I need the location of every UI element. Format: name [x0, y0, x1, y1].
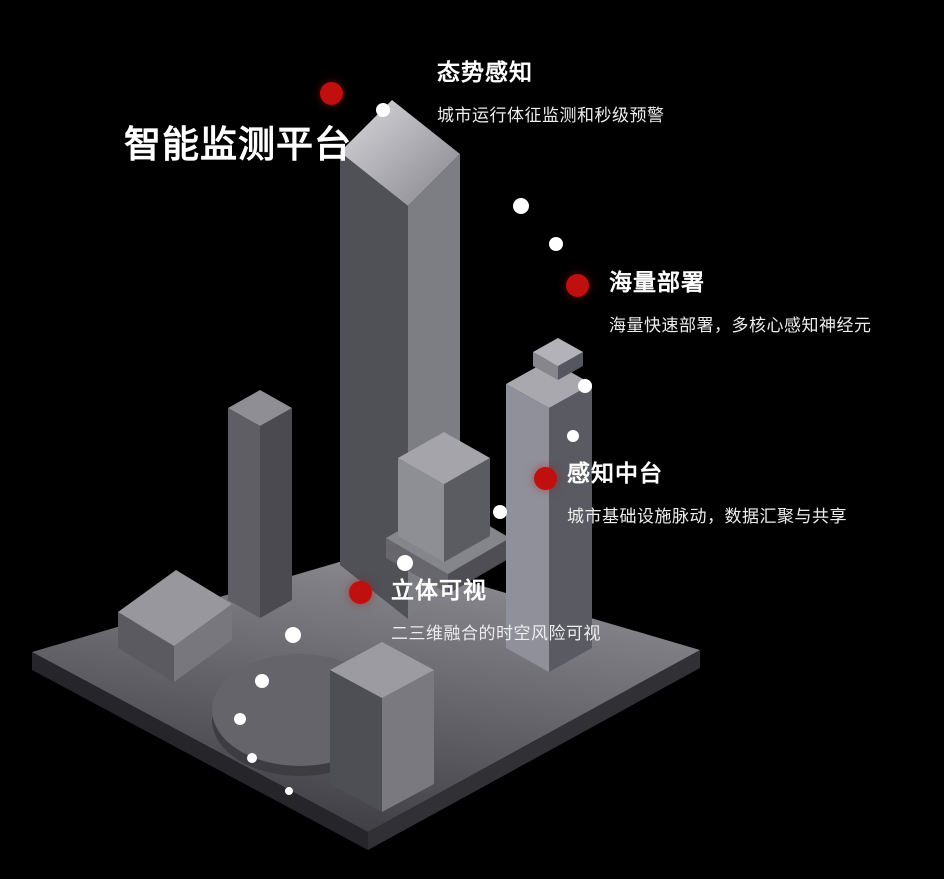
- building-face: [330, 670, 382, 812]
- callout-label: 态势感知: [437, 59, 533, 85]
- trail-dot: [234, 713, 246, 725]
- red-marker-platform: [320, 82, 343, 105]
- building-face: [118, 612, 174, 682]
- base-side-right: [368, 650, 700, 850]
- red-marker-mass-deployment: [566, 274, 589, 297]
- page-title: 智能监测平台: [124, 124, 352, 165]
- trail-dot: [376, 103, 390, 117]
- building-back-left-tower: [228, 390, 292, 618]
- building-face: [382, 670, 434, 812]
- building-face: [260, 408, 292, 618]
- trail-dot: [549, 237, 563, 251]
- trail-dot: [285, 627, 301, 643]
- trail-dot: [567, 430, 579, 442]
- callout-label: 感知中台: [567, 460, 663, 486]
- callout-description: 城市运行体征监测和秒级预警: [437, 106, 665, 125]
- base-side-left: [32, 652, 368, 850]
- trail-dot: [285, 787, 293, 795]
- building-roof: [340, 100, 460, 206]
- dotted-trail: [234, 103, 592, 795]
- building-right-tower: [506, 338, 592, 672]
- callout-label: 立体可视: [391, 577, 487, 603]
- building-face: [398, 458, 444, 562]
- callout-label: 海量部署: [609, 269, 705, 295]
- roof-cap-face: [558, 352, 583, 380]
- callout-perception-hub: 感知中台 城市基础设施脉动，数据汇聚与共享: [567, 459, 847, 527]
- roof-cap-face: [533, 352, 558, 380]
- building-face: [506, 384, 549, 672]
- building-roof: [330, 642, 434, 698]
- pedestal-face: [386, 538, 448, 594]
- callout-situational-awareness: 态势感知 城市运行体征监测和秒级预警: [437, 58, 665, 126]
- red-marker-perception-hub: [534, 467, 557, 490]
- trail-dot: [397, 555, 413, 571]
- callout-mass-deployment: 海量部署 海量快速部署，多核心感知神经元: [609, 268, 872, 336]
- building-face: [549, 384, 592, 672]
- roof-cap-top: [533, 338, 583, 366]
- building-face: [444, 458, 490, 562]
- trail-dot: [247, 753, 257, 763]
- building-low-box: [118, 570, 232, 682]
- trail-dot: [513, 198, 529, 214]
- building-face: [174, 604, 232, 682]
- red-marker-stereo-visualization: [349, 581, 372, 604]
- callout-description: 二三维融合的时空风险可视: [391, 624, 601, 643]
- trail-dot: [493, 505, 507, 519]
- callout-description: 海量快速部署，多核心感知神经元: [609, 316, 872, 335]
- building-face: [340, 152, 408, 619]
- building-front-tower: [330, 642, 434, 812]
- building-roof: [118, 570, 232, 646]
- building-roof: [398, 432, 490, 484]
- trail-dot: [255, 674, 269, 688]
- pedestal-face: [448, 538, 510, 594]
- building-face: [228, 408, 260, 618]
- building-roof: [228, 390, 292, 426]
- building-mid-block: [386, 432, 510, 594]
- callout-description: 城市基础设施脉动，数据汇聚与共享: [567, 507, 847, 526]
- callout-stereo-visualization: 立体可视 二三维融合的时空风险可视: [391, 576, 601, 644]
- trail-dot: [578, 379, 592, 393]
